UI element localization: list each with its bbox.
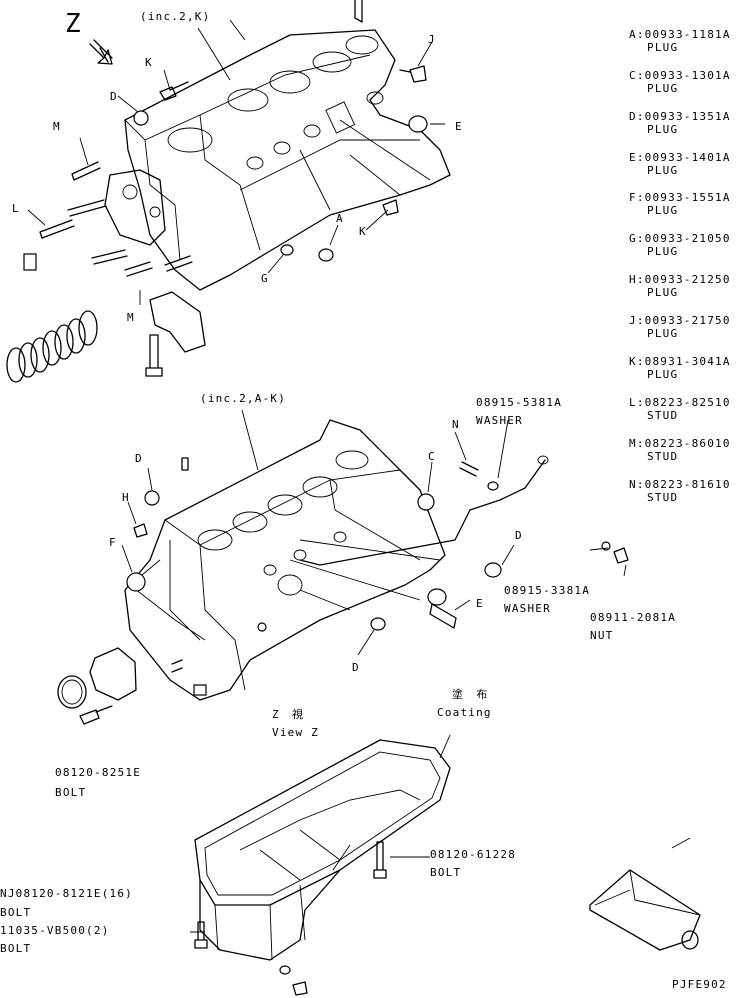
legend-key: E [629,151,637,164]
bolt-3-part-no: NJ08120-8121E(16) [0,887,133,900]
legend-part: 08223-86010 [644,437,731,450]
page-code: PJFE902 [672,978,727,991]
legend-desc: PLUG [647,245,679,258]
view-z-label-en: View Z [272,726,319,739]
callout-D-2: D [135,452,143,465]
legend-key: N [629,478,637,491]
view-arrow-icon [89,39,113,65]
nut-part-no: 08911-2081A [590,611,677,624]
callout-D-1: D [110,90,118,103]
legend-key: L [629,396,637,409]
callout-K-1: K [145,56,153,69]
legend-key: D [629,110,637,123]
legend-part: 00933-1551A [644,191,731,204]
legend-key: C [629,69,637,82]
view-z-marker: Z [65,9,81,39]
washer-2-part-no: 08915-3381A [504,584,591,597]
legend-desc: PLUG [647,204,679,217]
legend-part: 08931-3041A [644,355,731,368]
washer-1-part-no: 08915-5381A [476,396,563,409]
legend-desc: PLUG [647,164,679,177]
callout-F: F [109,536,117,549]
callout-K-2: K [359,225,367,238]
callout-L: L [12,202,20,215]
legend-desc: PLUG [647,368,679,381]
legend-key: J [629,314,637,327]
legend-desc: PLUG [647,327,679,340]
legend-part: 00933-1401A [644,151,731,164]
coating-tube [589,869,701,951]
legend-part: 00933-1351A [644,110,731,123]
callout-A-1: A [336,212,344,225]
callout-N: N [452,418,460,431]
callout-G: G [261,272,269,285]
legend-part: 00933-1301A [644,69,731,82]
bolt-2-name: BOLT [430,866,462,879]
legend-part: 00933-21050 [644,232,731,245]
bearing-shells [6,310,98,383]
legend-key: F [629,191,637,204]
legend-part: 08223-81610 [644,478,731,491]
legend-key: H [629,273,637,286]
legend-desc: STUD [647,491,679,504]
legend-key: K [629,355,637,368]
legend-desc: PLUG [647,41,679,54]
callout-bottom-block-inc: (inc.2,A-K) [200,392,287,405]
callout-D-3: D [515,529,523,542]
bolt-1-part-no: 08120-8251E [55,766,142,779]
coating-label-jp: 塗 布 [452,688,489,701]
legend-desc: PLUG [647,286,679,299]
cylinder-block-bottom [124,419,549,701]
legend-key: M [629,437,637,450]
callout-top-block-inc: (inc.2,K) [140,10,211,23]
legend-desc: STUD [647,450,679,463]
legend-key: A [629,28,637,41]
legend-desc: PLUG [647,82,679,95]
bolt-3-name: BOLT [0,906,32,919]
bolt-4-part-no: 11035-VB500(2) [0,924,110,937]
callout-M-1: M [53,120,61,133]
coating-label-en: Coating [437,706,492,719]
legend-part: 08223-82510 [644,396,731,409]
washer-2-name: WASHER [504,602,551,615]
callout-M-2: M [127,311,135,324]
callout-E-2: E [476,597,484,610]
bolt-4-name: BOLT [0,942,32,955]
callout-H: H [122,491,130,504]
top-small-parts [23,0,428,377]
legend-desc: STUD [647,409,679,422]
callout-J: J [428,33,436,46]
view-z-label-jp: Z 視 [272,708,305,721]
bolt-2-part-no: 08120-61228 [430,848,517,861]
callout-D-4: D [352,661,360,674]
leader-lines [27,19,691,933]
washer-1-name: WASHER [476,414,523,427]
bottom-small-parts [57,457,629,725]
nut-name: NUT [590,629,614,642]
bolt-1-name: BOLT [55,786,87,799]
legend-part: 00933-21750 [644,314,731,327]
callout-C: C [428,450,436,463]
callout-E-1: E [455,120,463,133]
cylinder-block-top [104,29,451,291]
legend-key: G [629,232,637,245]
oil-pan [194,739,451,996]
legend-part: 00933-21250 [644,273,731,286]
legend-desc: PLUG [647,123,679,136]
legend-part: 00933-1181A [644,28,731,41]
